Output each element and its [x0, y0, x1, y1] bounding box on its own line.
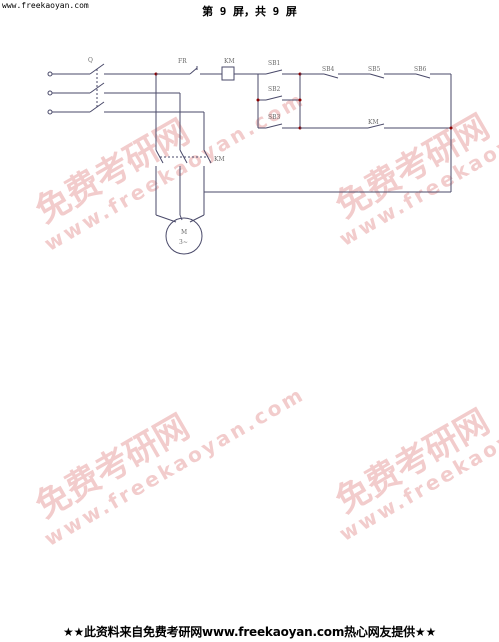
label-km-main: KM: [214, 156, 225, 163]
label-sb3: SB3: [268, 114, 281, 121]
label-sb6: SB6: [414, 66, 427, 73]
label-sb5: SB5: [368, 66, 381, 73]
control-circuit: [156, 66, 453, 193]
label-fr: FR: [178, 58, 187, 65]
label-sb2: SB2: [268, 86, 281, 93]
supply-lines: [52, 73, 90, 113]
label-q: Q: [88, 57, 93, 64]
isolator-switch-q: [89, 63, 204, 113]
motor: [165, 217, 203, 255]
supply-terminals: [47, 71, 53, 115]
page-indicator: 第 9 屏，共 9 屏: [202, 5, 297, 18]
label-km-coil: KM: [224, 58, 235, 65]
contactor-main-contacts: [155, 149, 212, 215]
label-sb4: SB4: [322, 66, 335, 73]
main-circuit-lines: [154, 72, 205, 150]
label-km-aux: KM: [368, 119, 379, 126]
footer-credit: ★★此资料来自免费考研网www.freekaoyan.com热心网友提供★★: [62, 625, 437, 639]
label-motor-m: M: [181, 229, 187, 236]
motor-leads: [155, 214, 205, 223]
label-sb1: SB1: [268, 60, 280, 67]
header-url: www.freekaoyan.com: [2, 1, 89, 10]
label-motor-3phase: 3~: [179, 239, 188, 246]
